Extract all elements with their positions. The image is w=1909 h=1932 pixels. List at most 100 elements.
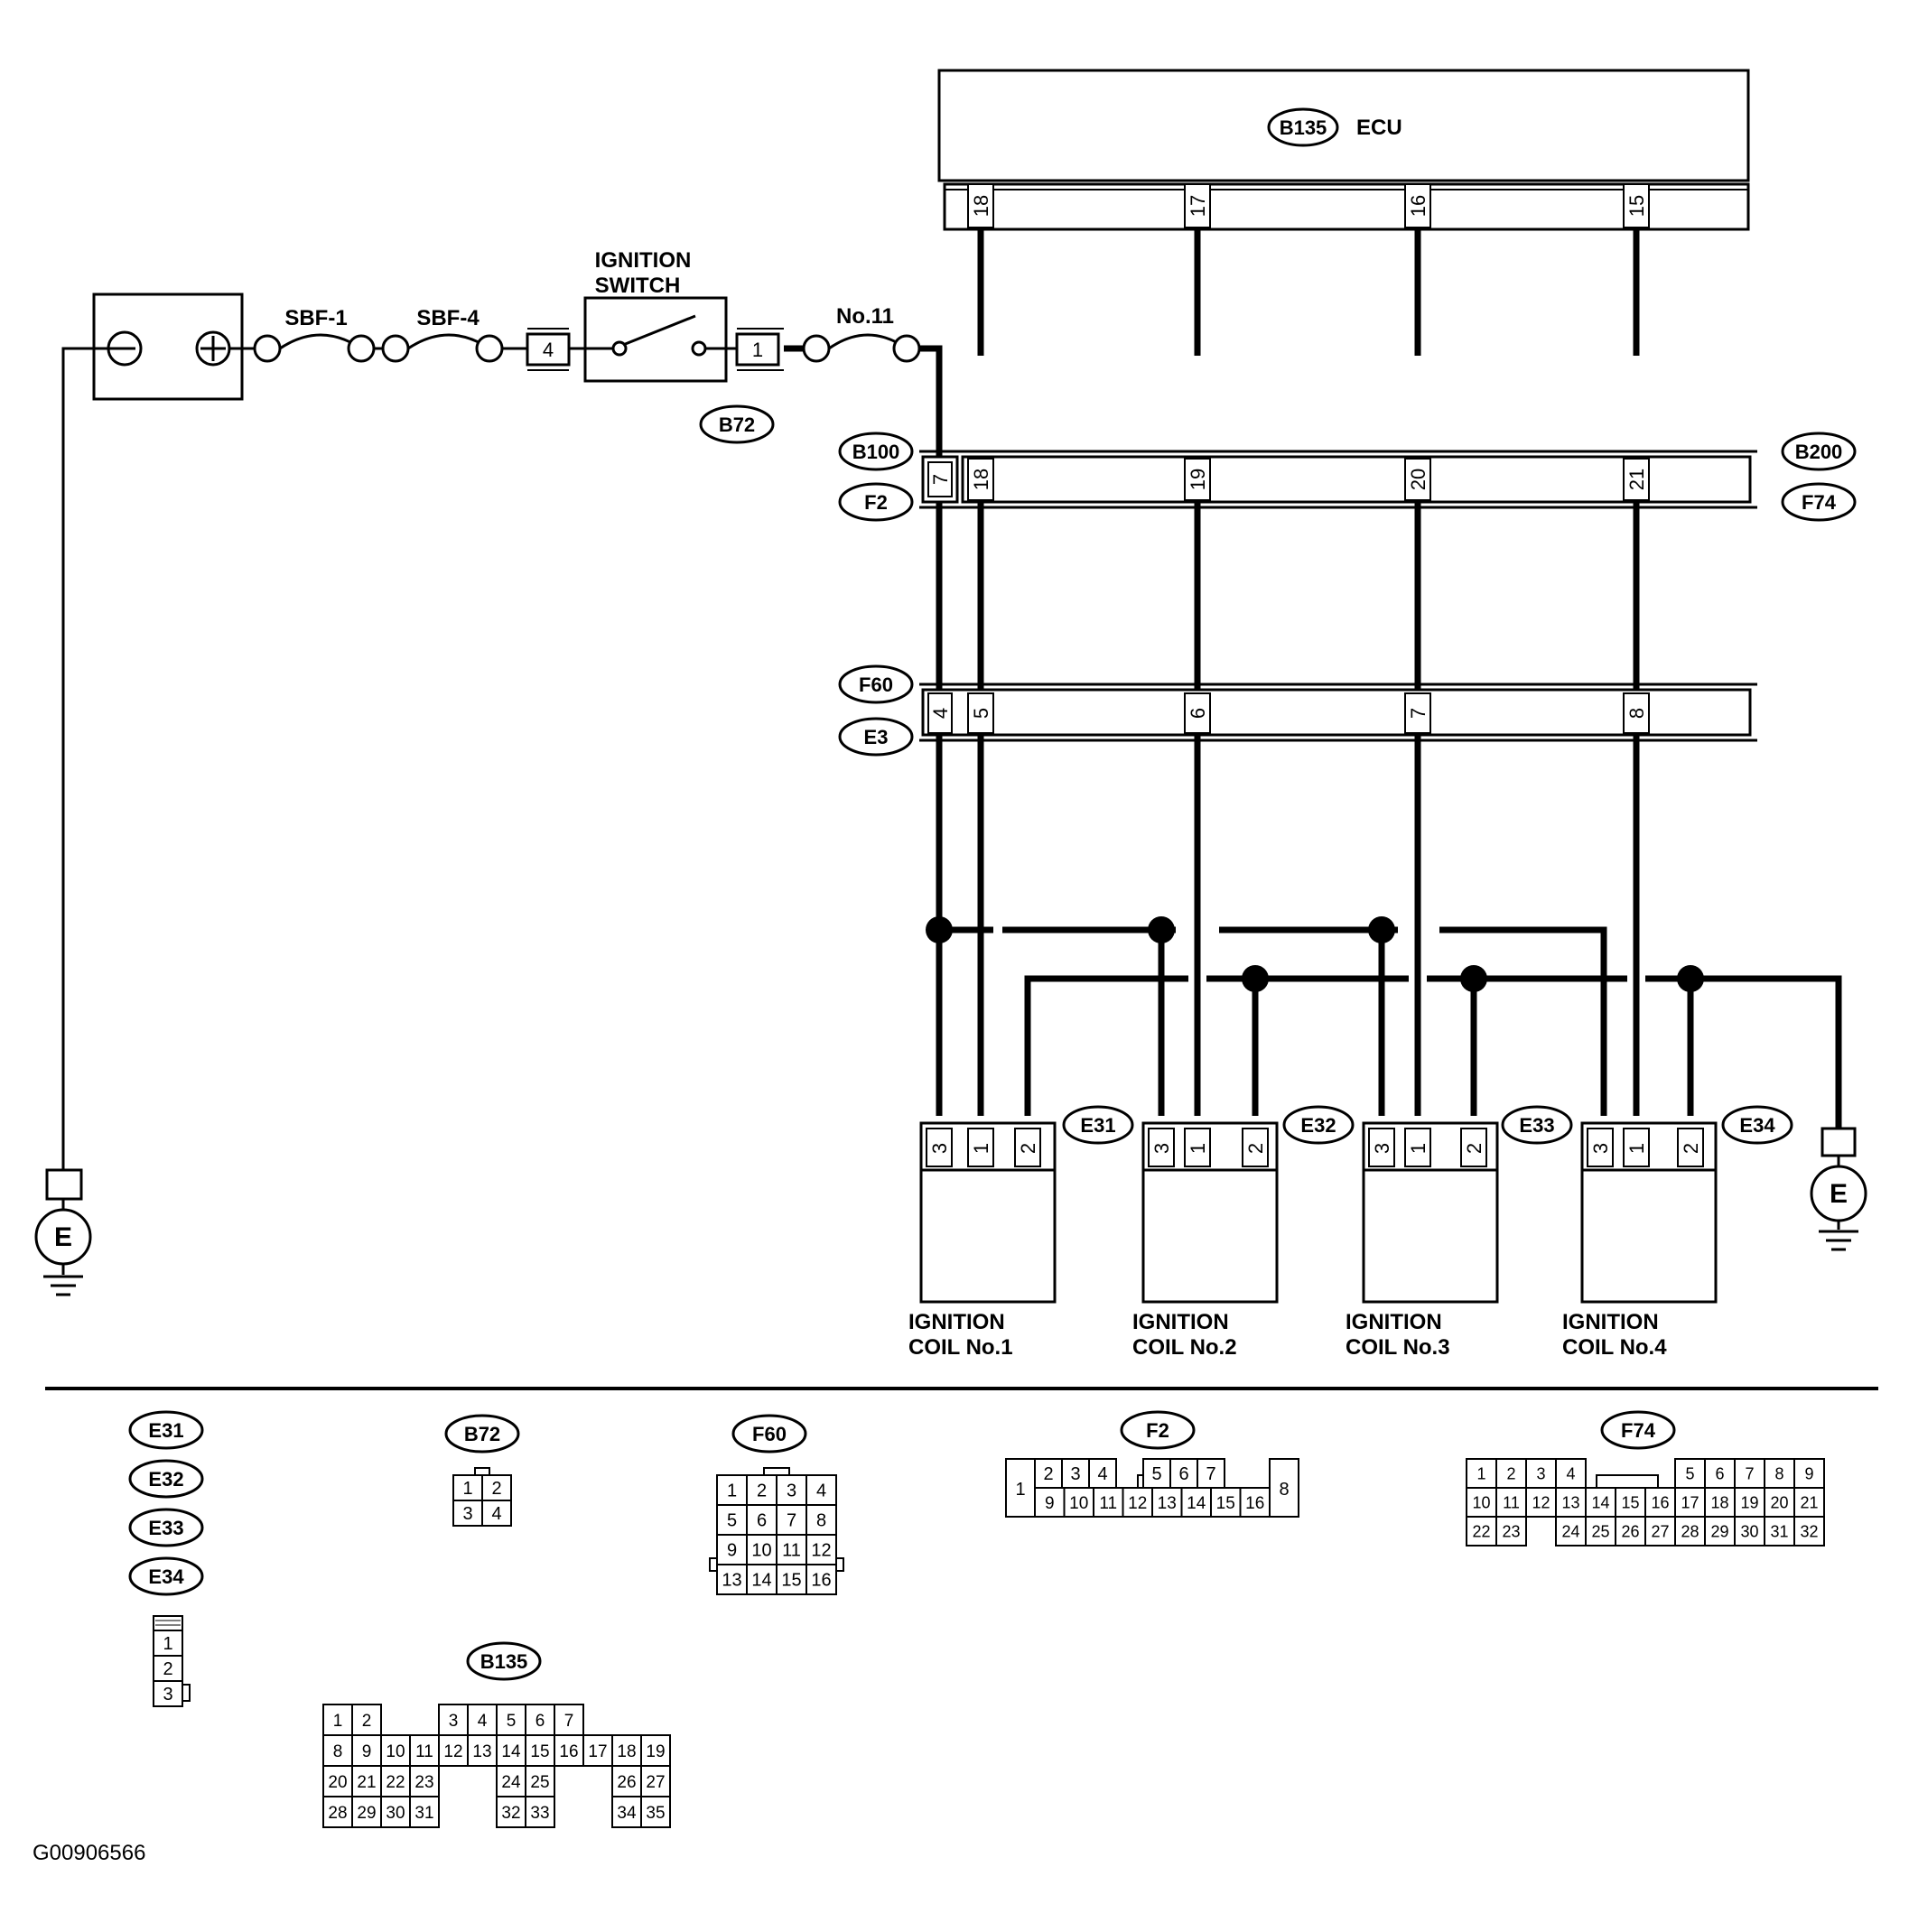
legend-f2-pin: 16	[1245, 1494, 1264, 1513]
b72-label: B72	[719, 413, 755, 436]
legend-b135-pin: 26	[617, 1773, 636, 1792]
legend-b135-pin: 29	[357, 1804, 376, 1823]
legend-f60-cell	[746, 1504, 778, 1536]
ignition-coil-2-pin	[1148, 1128, 1175, 1167]
legend-f74-cell	[1466, 1516, 1497, 1547]
legend-coil-connector-latch	[153, 1615, 183, 1631]
legend-f74-pin: 24	[1561, 1522, 1579, 1540]
b72-oval	[699, 404, 775, 444]
ignition-coil-1-pin-label: 2	[1017, 1143, 1039, 1154]
legend-f2-pin: 2	[1043, 1464, 1053, 1484]
ignition-coil-3-pin	[1404, 1128, 1431, 1167]
legend-f60-tab	[709, 1557, 718, 1572]
legend-b135-cell	[322, 1704, 353, 1736]
legend-f74-pin: 13	[1561, 1493, 1579, 1511]
legend-f60-pin: 16	[811, 1571, 831, 1591]
legend-b135-pin: 11	[415, 1742, 433, 1761]
legend-f74-cell	[1793, 1516, 1825, 1547]
legend-b135-pin: 32	[501, 1804, 520, 1823]
ecu-pin-box	[1623, 183, 1650, 228]
legend-b135-cell	[525, 1765, 555, 1797]
legend-coil-connector-tab	[182, 1684, 191, 1702]
legend-f74-pin: 31	[1770, 1522, 1788, 1540]
legend-f74-cell	[1615, 1487, 1646, 1518]
legend-f60-pin: 7	[787, 1511, 796, 1531]
joint2-pin-label: 5	[970, 708, 992, 719]
legend-f2-pin: 6	[1178, 1464, 1188, 1484]
legend-e33-label: E33	[148, 1517, 183, 1539]
legend-f60-cell	[716, 1564, 748, 1595]
legend-b135-pin: 33	[530, 1804, 549, 1823]
joint1-pin-box	[1404, 458, 1431, 501]
legend-f74-cell	[1704, 1516, 1736, 1547]
power-junction	[1368, 916, 1395, 943]
ignition-coil-3-pin	[1460, 1128, 1487, 1167]
ecu-connector-oval	[1267, 107, 1339, 147]
legend-b135-cell	[467, 1704, 498, 1736]
ignition-coil-4-pin-label: 1	[1625, 1143, 1648, 1154]
legend-f2-pin: 13	[1158, 1494, 1177, 1513]
legend-f74-pin: 7	[1745, 1464, 1754, 1482]
legend-e32-oval	[128, 1459, 204, 1499]
legend-f60-cell	[746, 1564, 778, 1595]
legend-f74-cell	[1525, 1487, 1557, 1518]
e33-oval	[1501, 1105, 1573, 1145]
legend-f74-pin: 17	[1681, 1493, 1699, 1511]
legend-b72-cell	[481, 1474, 512, 1501]
ignition-coil-3-pin-label: 1	[1407, 1143, 1429, 1154]
ignition-coil-2-pin-label: 2	[1244, 1143, 1267, 1154]
joint1-pin-label: 20	[1407, 469, 1429, 490]
ignition-coil-4-pin	[1623, 1128, 1650, 1167]
ignition-coil-3-label-line2: COIL No.3	[1346, 1335, 1450, 1360]
ignition-switch-contact	[611, 340, 628, 357]
legend-b72-cell	[452, 1474, 483, 1501]
ecu-label: ECU	[1356, 116, 1402, 140]
ground-left-lug	[45, 1168, 83, 1201]
legend-b135-pin: 16	[559, 1742, 578, 1761]
legend-f74-cell	[1495, 1516, 1527, 1547]
no11-terminal	[802, 334, 831, 363]
legend-f74-pin: 2	[1506, 1464, 1515, 1482]
legend-f2-cell	[1063, 1487, 1094, 1518]
sbf4-terminal	[475, 334, 504, 363]
no11-label: No.11	[836, 304, 894, 329]
ignition-coil-2-label-line1: IGNITION	[1132, 1310, 1229, 1334]
legend-f2-oval	[1120, 1410, 1196, 1450]
joint1-pin-box	[1623, 458, 1650, 501]
legend-f74-pin: 3	[1536, 1464, 1545, 1482]
e34-oval	[1721, 1105, 1793, 1145]
legend-e34-label: E34	[148, 1565, 184, 1588]
legend-f74-latch	[1596, 1474, 1659, 1489]
legend-b135-pin: 20	[328, 1773, 347, 1792]
legend-f60-cell	[776, 1474, 807, 1506]
legend-f2-pin: 9	[1045, 1494, 1055, 1513]
legend-f74-pin: 9	[1804, 1464, 1813, 1482]
legend-f2-pin: 15	[1216, 1494, 1235, 1513]
legend-e31-oval	[128, 1410, 204, 1450]
ignition-switch-body	[583, 296, 728, 383]
legend-b72-oval	[444, 1414, 520, 1454]
legend-f74-pin: 6	[1715, 1464, 1724, 1482]
legend-b135-cell	[322, 1734, 353, 1767]
legend-f2-pin: 12	[1128, 1494, 1147, 1513]
legend-b135-cell	[351, 1796, 382, 1828]
power-junction	[1148, 916, 1175, 943]
ground-junction	[1242, 965, 1269, 992]
ignition-coil-4-pin-label: 3	[1589, 1143, 1612, 1154]
legend-b135-pin: 8	[333, 1742, 343, 1761]
b200-oval	[1781, 432, 1857, 471]
legend-f74-pin: 1	[1476, 1464, 1485, 1482]
ecu-pin-box	[1184, 183, 1211, 228]
legend-e32-label: E32	[148, 1468, 183, 1491]
legend-b135-pin: 35	[646, 1804, 665, 1823]
legend-f2-end-cell	[1005, 1458, 1036, 1518]
figure-code: G00906566	[33, 1841, 145, 1865]
joint2-pin-label: 8	[1625, 708, 1648, 719]
legend-b72-pin: 2	[491, 1479, 501, 1499]
legend-f2-pin: 1	[1015, 1480, 1025, 1500]
e33-label: E33	[1519, 1114, 1554, 1137]
ecu-pin-box	[1404, 183, 1431, 228]
legend-f60-latch	[763, 1467, 790, 1476]
